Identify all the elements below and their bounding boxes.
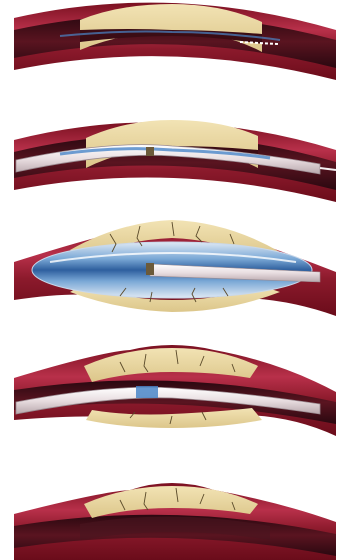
stage-5-widened-lumen (14, 483, 336, 560)
stage-4-balloon-deflated (14, 345, 336, 436)
marker-band (146, 263, 154, 275)
stage-1-stenosed-artery (14, 3, 336, 80)
deflated-balloon-blue (136, 386, 158, 398)
stage-3-balloon-inflated (14, 220, 336, 316)
stage-2-guidewire-and-balloon-catheter (14, 120, 336, 202)
marker-band (146, 147, 154, 156)
